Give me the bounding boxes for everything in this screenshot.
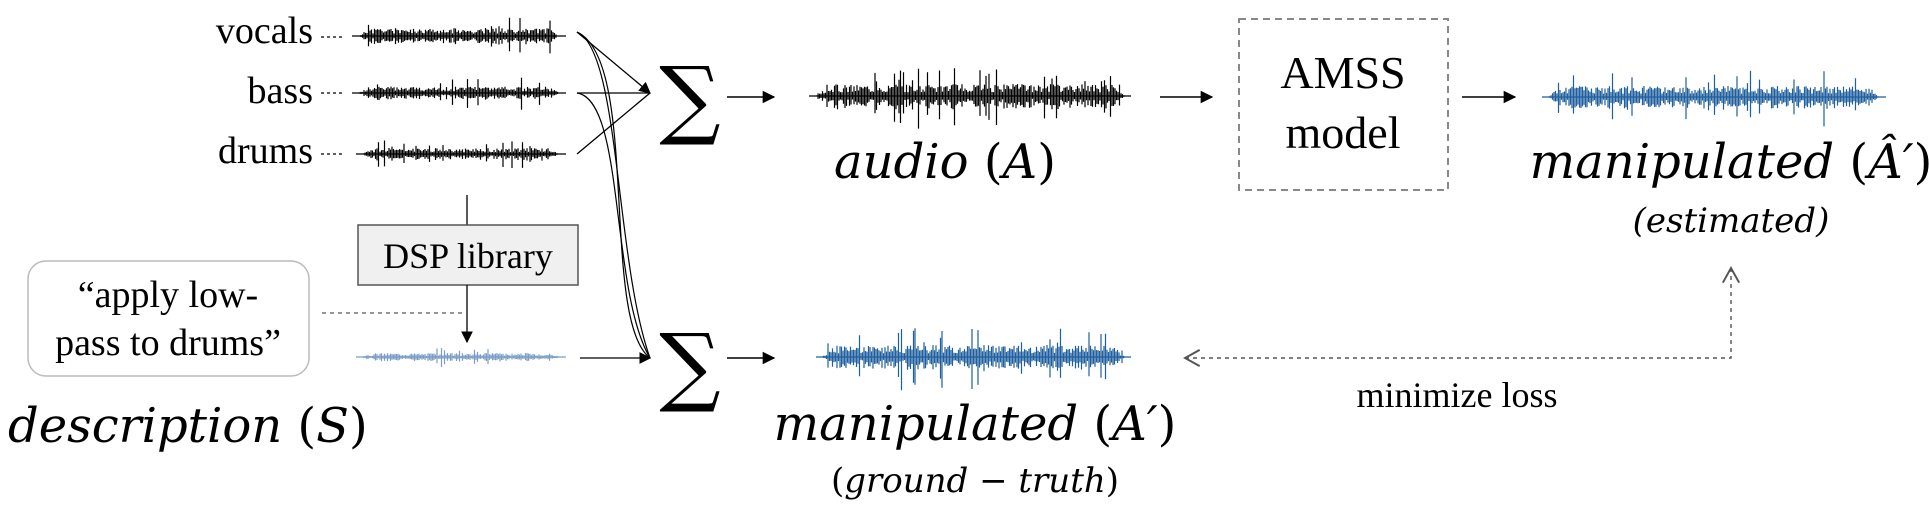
description-label: description (S) — [8, 398, 368, 454]
stem-label-drums: drums — [218, 130, 313, 172]
estimate-sublabel: (estimated) — [1633, 201, 1830, 241]
waveform-trace — [815, 68, 1125, 129]
drums-waveform-icon — [356, 140, 566, 168]
dsp-library-box — [357, 224, 579, 286]
dsp-library-label: DSP library — [383, 236, 553, 276]
target-label: manipulated (A′) — [774, 396, 1177, 452]
connector-bass-to-bottom-sum — [576, 92, 651, 359]
manipulated-estimate-waveform-icon — [1542, 70, 1886, 127]
connector-drums-to-bottom-sum — [576, 31, 651, 359]
stem-label-bass: bass — [248, 70, 313, 112]
audio-waveform-icon — [809, 68, 1131, 129]
waveform-trace — [822, 328, 1125, 391]
description-text-box — [27, 260, 310, 377]
stem-label-vocals: vocals — [216, 10, 313, 52]
model-box-line2: model — [1286, 107, 1401, 158]
description-text-line1: “apply low- — [78, 274, 258, 316]
target-sublabel: (ground − truth) — [831, 461, 1119, 501]
description-text-line2: pass to drums” — [55, 322, 281, 364]
lowpassed-drums-waveform-icon — [356, 348, 566, 367]
loss-connector — [1182, 265, 1741, 368]
audio-label: audio (A) — [834, 134, 1056, 190]
sum-icon-bottom: ∑ — [659, 316, 720, 416]
waveform-trace — [358, 77, 560, 110]
vocals-waveform-icon — [352, 17, 566, 54]
sum-icon-top: ∑ — [659, 49, 720, 149]
connector-vocals-to-bottom-sum — [576, 31, 651, 359]
model-box-line1: AMSS — [1280, 47, 1405, 98]
waveform-trace — [1548, 70, 1881, 127]
estimate-label: manipulated (Â′) — [1530, 133, 1929, 190]
manipulated-target-waveform-icon — [816, 328, 1131, 391]
loss-label: minimize loss — [1357, 375, 1558, 415]
amss-model-box — [1238, 18, 1449, 191]
bass-waveform-icon — [352, 77, 566, 110]
